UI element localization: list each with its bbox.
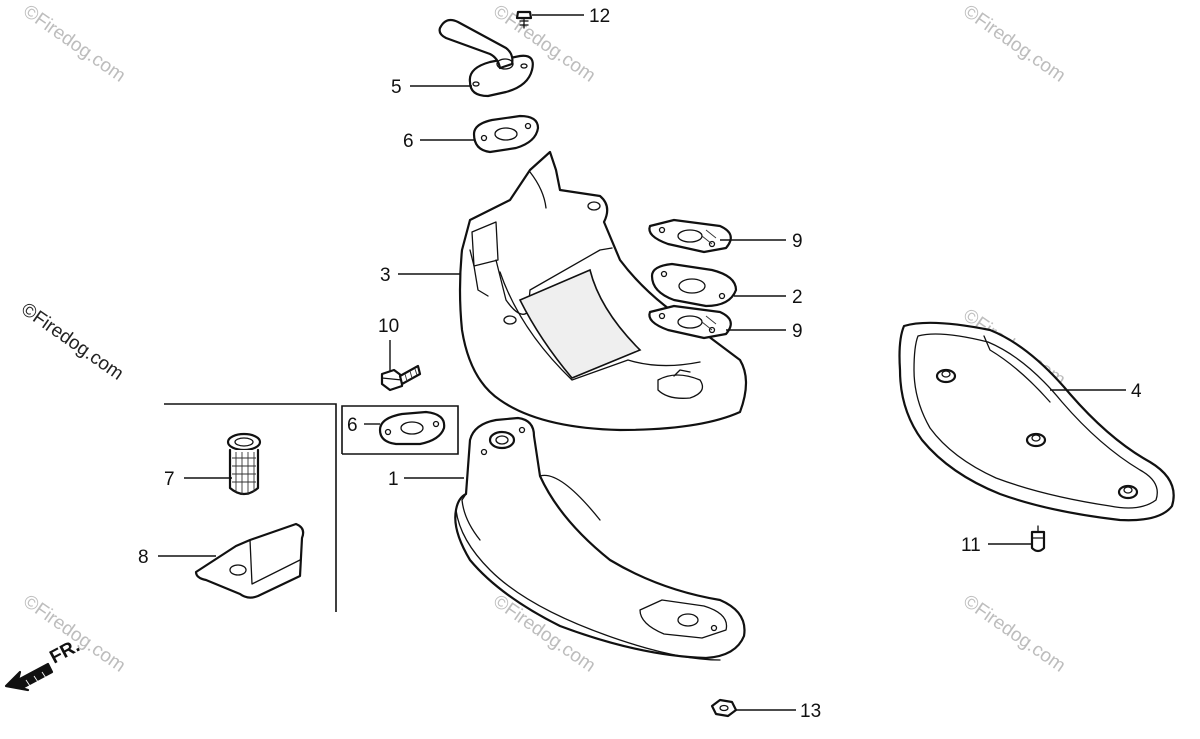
part-nut-13 <box>710 698 738 718</box>
watermark: ©Firedog.com <box>959 1 1069 87</box>
part-bracket-8 <box>194 522 305 599</box>
callout-9-upper: 9 <box>792 231 803 252</box>
callout-4: 4 <box>1131 381 1142 402</box>
watermark-dark: ©Firedog.com <box>17 299 127 385</box>
part-screw-11 <box>1030 525 1046 553</box>
part-screen-7 <box>226 432 262 496</box>
callout-11: 11 <box>961 535 981 556</box>
part-gasket-6-upper <box>472 114 540 154</box>
callout-10: 10 <box>378 316 399 337</box>
part-gasket-9-upper <box>648 218 732 254</box>
part-protector-1 <box>454 416 746 661</box>
inset-frames <box>164 403 459 612</box>
callout-9-lower: 9 <box>792 321 803 342</box>
callout-8: 8 <box>138 547 149 568</box>
callout-7: 7 <box>164 469 175 490</box>
leader-lines <box>158 14 1126 711</box>
callout-6-inset: 6 <box>347 415 358 436</box>
part-screw-12 <box>515 10 533 29</box>
watermark: ©Firedog.com <box>19 591 129 677</box>
callout-3: 3 <box>380 265 391 286</box>
part-bolt-10 <box>380 364 422 392</box>
callout-13: 13 <box>800 701 821 722</box>
part-gasket-6-inset <box>378 410 446 446</box>
callout-12: 12 <box>589 6 610 27</box>
callout-5: 5 <box>391 77 402 98</box>
part-gasket-2 <box>650 262 738 308</box>
watermark: ©Firedog.com <box>19 1 129 87</box>
part-cover-4 <box>898 321 1175 522</box>
callout-6-upper: 6 <box>403 131 414 152</box>
direction-indicator: FR. <box>4 636 83 692</box>
part-elbow-pipe-5 <box>438 18 534 98</box>
watermark: ©Firedog.com <box>959 591 1069 677</box>
callouts: 12 5 6 3 9 2 9 10 6 7 8 1 4 11 13 <box>138 6 1142 722</box>
callout-2: 2 <box>792 287 803 308</box>
part-gasket-9-lower <box>648 304 732 340</box>
callout-1: 1 <box>388 469 399 490</box>
part-protector-3 <box>458 150 748 432</box>
